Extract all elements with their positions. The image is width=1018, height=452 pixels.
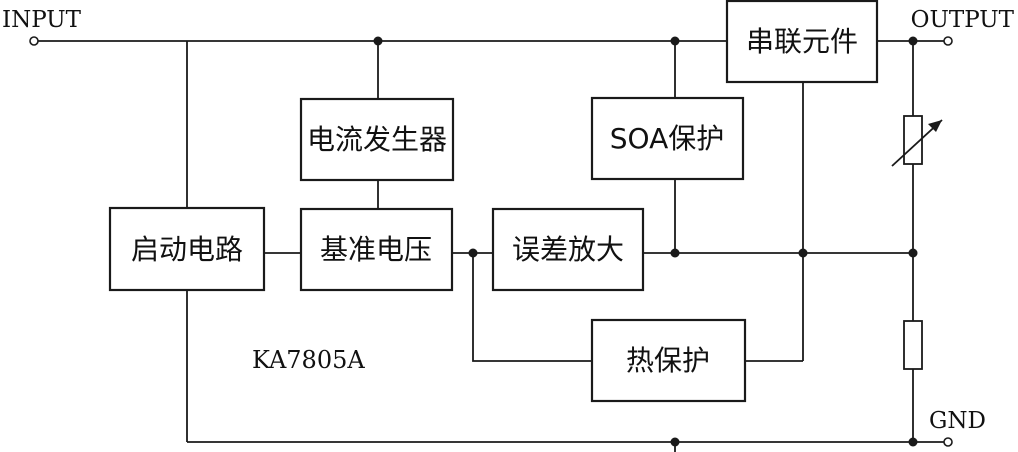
current-generator-block: 电流发生器 [299, 97, 455, 182]
junction-dot [908, 248, 918, 258]
soa-protection-label: SOA保护 [610, 122, 724, 155]
startup-circuit-label: 启动电路 [131, 233, 243, 266]
gnd-pin-label: GND [929, 408, 986, 434]
junction-dot [670, 437, 680, 447]
thermal-protection-label: 热保护 [626, 344, 710, 377]
thermal-protection-block: 热保护 [590, 318, 747, 403]
variable-resistor-arrow-icon [928, 120, 942, 132]
junction-dots [373, 36, 918, 447]
current-generator-label: 电流发生器 [307, 123, 447, 156]
series-element-block: 串联元件 [725, 0, 879, 84]
junction-dot [670, 36, 680, 46]
junction-dot [908, 437, 918, 447]
wires [38, 40, 944, 452]
reference-voltage-label: 基准电压 [320, 233, 432, 266]
junction-dot [798, 248, 808, 258]
reference-voltage-block: 基准电压 [299, 207, 454, 292]
series-element-label: 串联元件 [746, 25, 858, 58]
error-amplifier-block: 误差放大 [491, 207, 645, 292]
junction-dot [670, 248, 680, 258]
junction-dot [373, 36, 383, 46]
startup-circuit-block: 启动电路 [108, 206, 266, 292]
input-terminal [29, 36, 39, 46]
output-pin-label: OUTPUT [911, 7, 1015, 33]
error-amplifier-label: 误差放大 [512, 233, 624, 266]
gnd-terminal [943, 437, 953, 447]
junction-dot [908, 36, 918, 46]
chip-name-label: KA7805A [252, 346, 365, 374]
variable-resistor [891, 115, 943, 167]
junction-dot [468, 248, 478, 258]
soa-protection-block: SOA保护 [590, 96, 745, 181]
ref-thermal-wire [472, 253, 592, 362]
output-terminal [943, 36, 953, 46]
fixed-resistor [903, 320, 923, 370]
input-pin-label: INPUT [2, 7, 82, 33]
